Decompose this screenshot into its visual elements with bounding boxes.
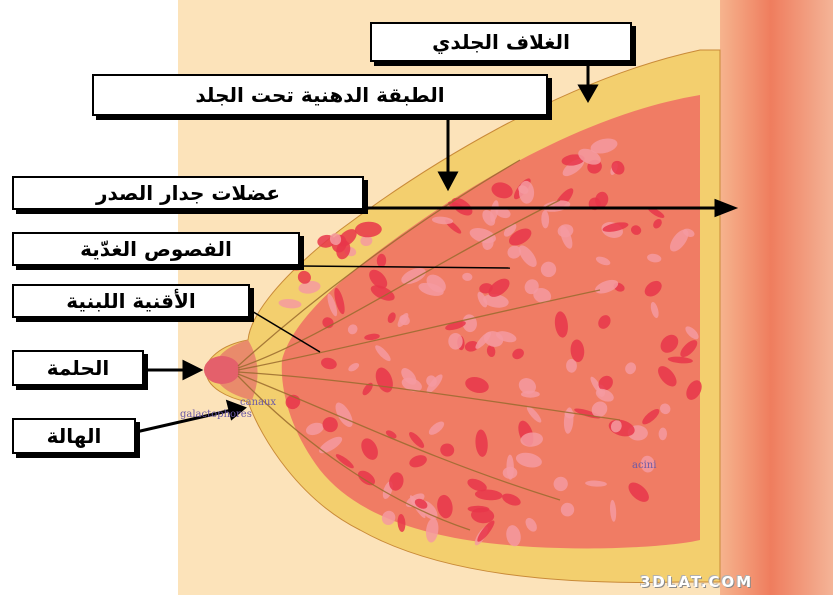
latin-label-galactophores: galactophores (180, 409, 252, 420)
label-skin-envelope: الغلاف الجلدي (370, 22, 632, 62)
latin-label-canaux: canaux (240, 397, 276, 408)
lobule (448, 333, 462, 350)
chest-wall (720, 0, 833, 595)
watermark: 3DLAT.COM (640, 573, 753, 591)
nipple (204, 356, 240, 384)
label-milk-ducts: الأقنية اللبنية (12, 284, 250, 318)
label-areola: الهالة (12, 418, 136, 454)
latin-label-acini: acini (632, 460, 656, 471)
label-subcutaneous-fat: الطبقة الدهنية تحت الجلد (92, 74, 548, 116)
label-glandular-lobes: الفصوص الغدّية (12, 232, 300, 266)
label-nipple: الحلمة (12, 350, 144, 386)
label-chest-wall-muscles: عضلات جدار الصدر (12, 176, 364, 210)
